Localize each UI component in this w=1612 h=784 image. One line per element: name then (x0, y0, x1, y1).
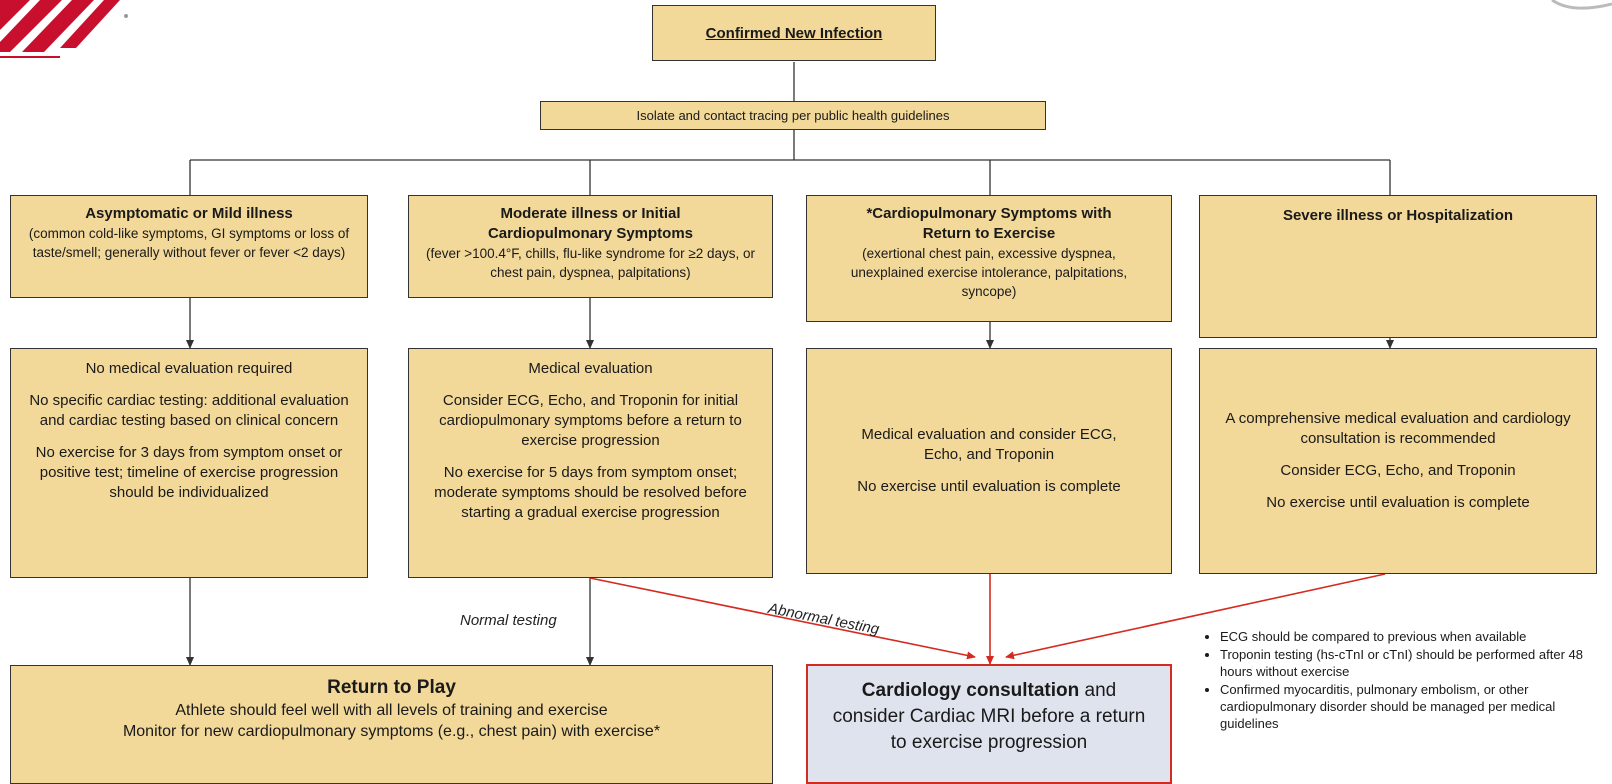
moderate-title: Moderate illness or Initial Cardiopulmon… (487, 205, 694, 242)
asymptomatic-desc: (common cold-like symptoms, GI symptoms … (28, 226, 350, 260)
moderate-box: Moderate illness or Initial Cardiopulmon… (408, 195, 773, 298)
cardiology-consultation-box: Cardiology consultation and consider Car… (806, 664, 1172, 784)
corner-decoration-icon (1551, 0, 1612, 10)
isolate-box: Isolate and contact tracing per public h… (540, 101, 1046, 130)
severe-eval-1: A comprehensive medical evaluation and c… (1225, 410, 1571, 447)
severe-eval-3: No exercise until evaluation is complete (1266, 494, 1530, 511)
return-to-play-title: Return to Play (327, 677, 456, 698)
cardiology-consultation-bold: Cardiology consultation (861, 680, 1080, 701)
cardio-evaluation-box: Medical evaluation and consider ECG, Ech… (806, 348, 1172, 574)
asymptomatic-eval-1: No medical evaluation required (85, 360, 293, 377)
cardiopulmonary-box: *Cardiopulmonary Symptoms with Return to… (806, 195, 1172, 322)
logo-icon (0, 0, 128, 58)
severe-title: Severe illness or Hospitalization (1282, 207, 1514, 224)
return-to-play-box: Return to Play Athlete should feel well … (10, 665, 773, 784)
isolate-label: Isolate and contact tracing per public h… (636, 108, 950, 123)
confirmed-infection-box: Confirmed New Infection (652, 5, 936, 61)
notes-list: ECG should be compared to previous when … (1198, 628, 1598, 733)
asymptomatic-eval-3: No exercise for 3 days from symptom onse… (35, 444, 343, 501)
moderate-eval-2: Consider ECG, Echo, and Troponin for ini… (439, 392, 742, 449)
moderate-eval-3: No exercise for 5 days from symptom onse… (434, 464, 747, 521)
asymptomatic-eval-2: No specific cardiac testing: additional … (29, 392, 349, 429)
normal-testing-label: Normal testing (460, 612, 557, 629)
moderate-eval-1: Medical evaluation (528, 360, 653, 377)
asymptomatic-box: Asymptomatic or Mild illness (common col… (10, 195, 368, 298)
return-to-play-line-1: Athlete should feel well with all levels… (175, 702, 608, 719)
medical-evaluation-box: Medical evaluation Consider ECG, Echo, a… (408, 348, 773, 578)
note-item: Confirmed myocarditis, pulmonary embolis… (1220, 681, 1598, 732)
cardio-eval-2: No exercise until evaluation is complete (857, 478, 1121, 495)
note-item: Troponin testing (hs-cTnI or cTnI) shoul… (1220, 646, 1598, 680)
cardiopulmonary-title: *Cardiopulmonary Symptoms with Return to… (866, 205, 1112, 242)
severe-box: Severe illness or Hospitalization (1199, 195, 1597, 338)
moderate-desc: (fever >100.4°F, chills, flu-like syndro… (425, 246, 756, 280)
return-to-play-line-2: Monitor for new cardiopulmonary symptoms… (122, 723, 661, 740)
comprehensive-evaluation-box: A comprehensive medical evaluation and c… (1199, 348, 1597, 574)
severe-eval-2: Consider ECG, Echo, and Troponin (1280, 462, 1516, 479)
cardio-eval-1: Medical evaluation and consider ECG, Ech… (861, 426, 1117, 463)
note-item: ECG should be compared to previous when … (1220, 628, 1598, 645)
no-evaluation-box: No medical evaluation required No specif… (10, 348, 368, 578)
confirmed-infection-label: Confirmed New Infection (705, 24, 883, 42)
cardiopulmonary-desc: (exertional chest pain, excessive dyspne… (850, 246, 1128, 299)
asymptomatic-title: Asymptomatic or Mild illness (85, 205, 293, 222)
cardiology-consultation-rest: and consider Cardiac MRI before a return… (832, 680, 1146, 753)
